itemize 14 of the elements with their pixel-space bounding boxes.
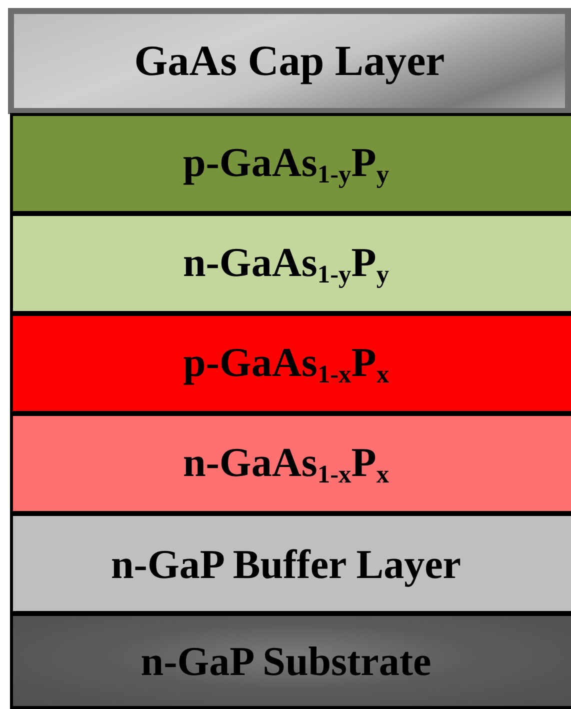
layer-label: n-GaAs$_{1-x}$P$_{x}$	[182, 438, 390, 490]
layer-label: n-GaAs$_{1-y}$P$_{y}$	[182, 238, 390, 290]
buffer-layer	[10, 513, 571, 614]
n-layer	[10, 213, 571, 314]
layer-label: p-GaAs$_{1-y}$P$_{y}$	[182, 138, 390, 190]
layer-label: n-GaP Buffer Layer	[111, 540, 461, 588]
substrate-layer	[10, 613, 571, 709]
cap-layer	[8, 8, 571, 114]
p-layer	[10, 313, 571, 414]
layer-label: GaAs Cap Layer	[134, 36, 445, 86]
p-layer	[10, 113, 571, 214]
n-layer	[10, 413, 571, 514]
layer-label: p-GaAs$_{1-x}$P$_{x}$	[182, 338, 390, 390]
layer-label: n-GaP Substrate	[140, 637, 432, 685]
